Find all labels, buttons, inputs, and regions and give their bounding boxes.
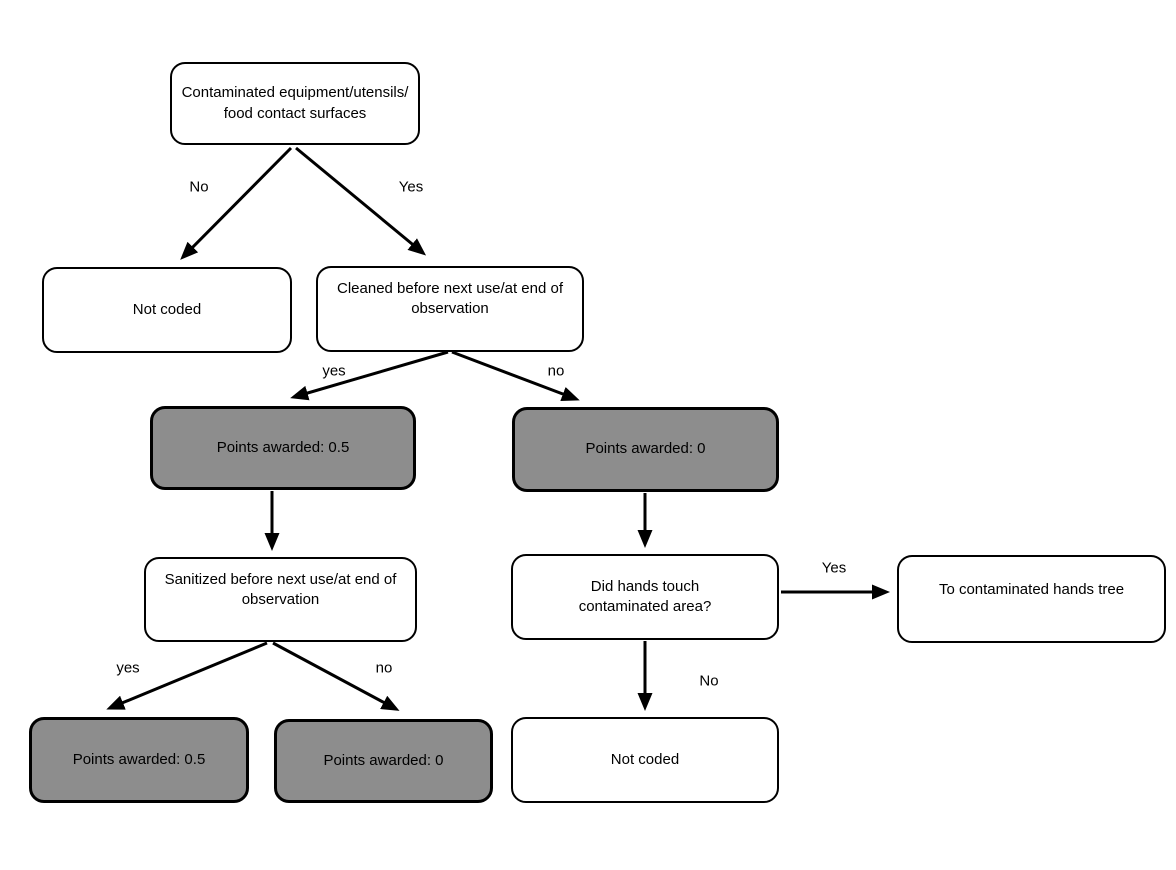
- edge-cleaned-to-points-half: [290, 350, 449, 401]
- node-sanitized-before-next-use: Sanitized before next use/at end of obse…: [144, 557, 417, 642]
- edge-label-cleaned-yes: yes: [322, 362, 346, 380]
- node-not-coded-bottom: Not coded: [511, 717, 779, 803]
- edge-label-root-no: No: [189, 178, 209, 196]
- edge-label-sanitized-no: no: [375, 659, 393, 677]
- node-label: Contaminated equipment/utensils/ food co…: [181, 84, 409, 122]
- node-to-contaminated-hands-tree: To contaminated hands tree: [897, 555, 1166, 643]
- node-label: To contaminated hands tree: [938, 580, 1125, 598]
- node-label: Sanitized before next use/at end of obse…: [164, 571, 397, 609]
- edge-root-to-cleaned: [295, 146, 427, 256]
- node-points-awarded-zero-upper: Points awarded: 0: [512, 407, 779, 492]
- node-did-hands-touch: Did hands touch contaminated area?: [511, 554, 779, 640]
- node-points-awarded-zero-lower: Points awarded: 0: [274, 719, 493, 803]
- node-cleaned-before-next-use: Cleaned before next use/at end of observ…: [316, 266, 584, 352]
- edge-label-hands-yes: Yes: [821, 559, 847, 577]
- edge-root-to-not-coded: [180, 146, 293, 260]
- node-points-awarded-half-upper: Points awarded: 0.5: [150, 406, 416, 490]
- node-label: Points awarded: 0: [585, 440, 706, 458]
- node-label: Points awarded: 0.5: [216, 438, 350, 456]
- node-contaminated-equipment: Contaminated equipment/utensils/ food co…: [170, 62, 420, 145]
- node-label: Points awarded: 0: [323, 751, 444, 769]
- edge-label-sanitized-yes: yes: [116, 659, 140, 677]
- node-label: Not coded: [132, 300, 202, 318]
- edge-label-cleaned-no: no: [547, 362, 565, 380]
- node-label: Did hands touch contaminated area?: [578, 577, 712, 615]
- node-label: Points awarded: 0.5: [72, 750, 206, 768]
- edge-label-root-yes: Yes: [398, 178, 424, 196]
- node-not-coded-left: Not coded: [42, 267, 292, 353]
- node-label: Cleaned before next use/at end of observ…: [337, 280, 563, 318]
- node-label: Not coded: [610, 750, 680, 768]
- edge-label-hands-no: No: [699, 672, 719, 690]
- node-points-awarded-half-lower: Points awarded: 0.5: [29, 717, 249, 803]
